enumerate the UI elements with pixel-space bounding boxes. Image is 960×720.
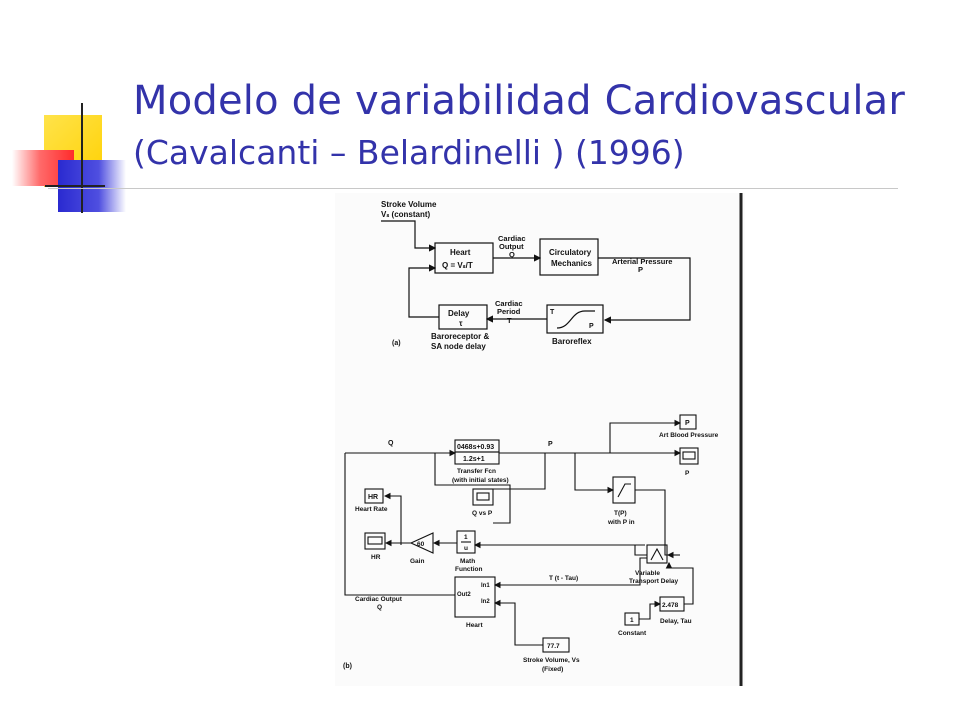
baroreflex-p: P <box>589 323 594 330</box>
delay-tau-label: Delay, Tau <box>660 618 692 625</box>
tp-name1: T(P) <box>614 510 627 517</box>
tp-name2: with P in <box>607 519 635 526</box>
heart-in1: In1 <box>481 583 490 589</box>
var-delay-label1: Variable <box>635 570 660 577</box>
p-label: P <box>548 441 553 448</box>
panel-b-label: (b) <box>343 663 352 670</box>
cardiac-period-label2: Period <box>497 307 521 316</box>
gain-label: Gain <box>410 558 424 565</box>
cardiac-output-q: Q <box>509 250 515 259</box>
math-top: 1 <box>464 534 468 541</box>
baroreflex-block <box>546 304 604 334</box>
p-scope-block <box>679 447 699 465</box>
cardiac-output-b-q: Q <box>377 604 382 611</box>
panel-a-label: (a) <box>392 340 401 347</box>
delay-tau-value: 2.478 <box>662 602 679 609</box>
heart-out2: Out2 <box>457 592 471 598</box>
hr-scope-screen <box>367 536 383 545</box>
deco-horizontal-line <box>45 185 105 187</box>
stroke-volume-sub: Vₛ (constant) <box>381 210 431 219</box>
heart-rate-label: Heart Rate <box>355 506 388 513</box>
block-diagram: Stroke Volume Vₛ (constant) Heart Q = Vₛ… <box>343 193 743 686</box>
baroreceptor-label2: SA node delay <box>431 342 486 351</box>
p-display-block <box>679 414 697 430</box>
transfer-fcn-den-box <box>454 451 500 465</box>
hr-display-block <box>364 488 384 504</box>
var-delay-label2: Transport Delay <box>629 578 679 585</box>
heart-block-b <box>454 576 496 618</box>
q-label: Q <box>388 440 394 447</box>
baroreflex-label: Baroreflex <box>552 337 592 346</box>
constant-value: 1 <box>630 617 634 624</box>
circulatory-label2: Mechanics <box>551 259 592 268</box>
q-vs-p-label: Q vs P <box>472 510 493 517</box>
circulatory-block <box>539 238 599 276</box>
p-out-label: P <box>685 470 690 477</box>
t-tau-label: T (t - Tau) <box>549 575 578 582</box>
variable-delay-block <box>646 544 668 564</box>
math-bottom: u <box>464 545 468 552</box>
diagram-b: Q 0468s+0.93 1.2s+1 Transfer Fcn (with i… <box>343 414 719 673</box>
diagram-a: Stroke Volume Vₛ (constant) Heart Q = Vₛ… <box>381 200 691 351</box>
tf-name2: (with initial states) <box>452 477 509 484</box>
arterial-pressure-label: Arterial Pressure <box>612 257 672 266</box>
slide-title: Modelo de variabilidad Cardiovascular <box>133 78 905 124</box>
tf-denominator: 1.2s+1 <box>463 456 485 463</box>
gain-value: 60 <box>417 541 425 548</box>
sv-label2: (Fixed) <box>542 666 563 673</box>
delay-title: Delay <box>448 309 470 318</box>
sigmoid-curve <box>556 310 595 329</box>
cardiac-period-t: T <box>507 316 512 325</box>
heart-formula: Q = Vₛ/T <box>442 261 473 270</box>
sv-value: 77.7 <box>547 643 560 650</box>
math-fn-label1: Math <box>460 558 475 565</box>
stroke-volume-label: Stroke Volume <box>381 200 437 209</box>
q-vs-p-scope <box>472 488 494 506</box>
tf-numerator: 0468s+0.93 <box>457 444 494 451</box>
arterial-p: P <box>638 265 643 274</box>
baroreflex-t: T <box>550 309 555 316</box>
cardiac-output-label2: Output <box>499 242 524 251</box>
cardiac-output-b: Cardiac Output <box>355 596 403 603</box>
cardiac-output-label: Cardiac <box>498 234 526 243</box>
tf-name1: Transfer Fcn <box>457 468 496 475</box>
deco-vertical-line <box>81 103 83 213</box>
tp-block <box>612 476 636 504</box>
heart-name-b: Heart <box>466 622 483 629</box>
hr-display-text: HR <box>368 494 378 501</box>
slide-subtitle: (Cavalcanti – Belardinelli ) (1996) <box>133 133 685 172</box>
math-fn-label2: Function <box>455 566 482 573</box>
sv-label1: Stroke Volume, Vs <box>523 657 580 664</box>
delay-tau: τ <box>459 319 463 328</box>
p-display-text: P <box>685 420 690 427</box>
art-blood-label: Art Blood Pressure <box>659 432 719 439</box>
title-rule <box>48 188 898 189</box>
p-scope-screen <box>682 451 696 460</box>
heart-in2: In2 <box>481 599 490 605</box>
hr-scope-label: HR <box>371 554 381 561</box>
constant-label: Constant <box>618 630 647 637</box>
circulatory-label1: Circulatory <box>549 248 592 257</box>
heart-title: Heart <box>450 248 471 257</box>
q-vs-p-screen <box>476 492 490 501</box>
baroreceptor-label1: Baroreceptor & <box>431 332 489 341</box>
cardiac-period-label: Cardiac <box>495 299 523 308</box>
